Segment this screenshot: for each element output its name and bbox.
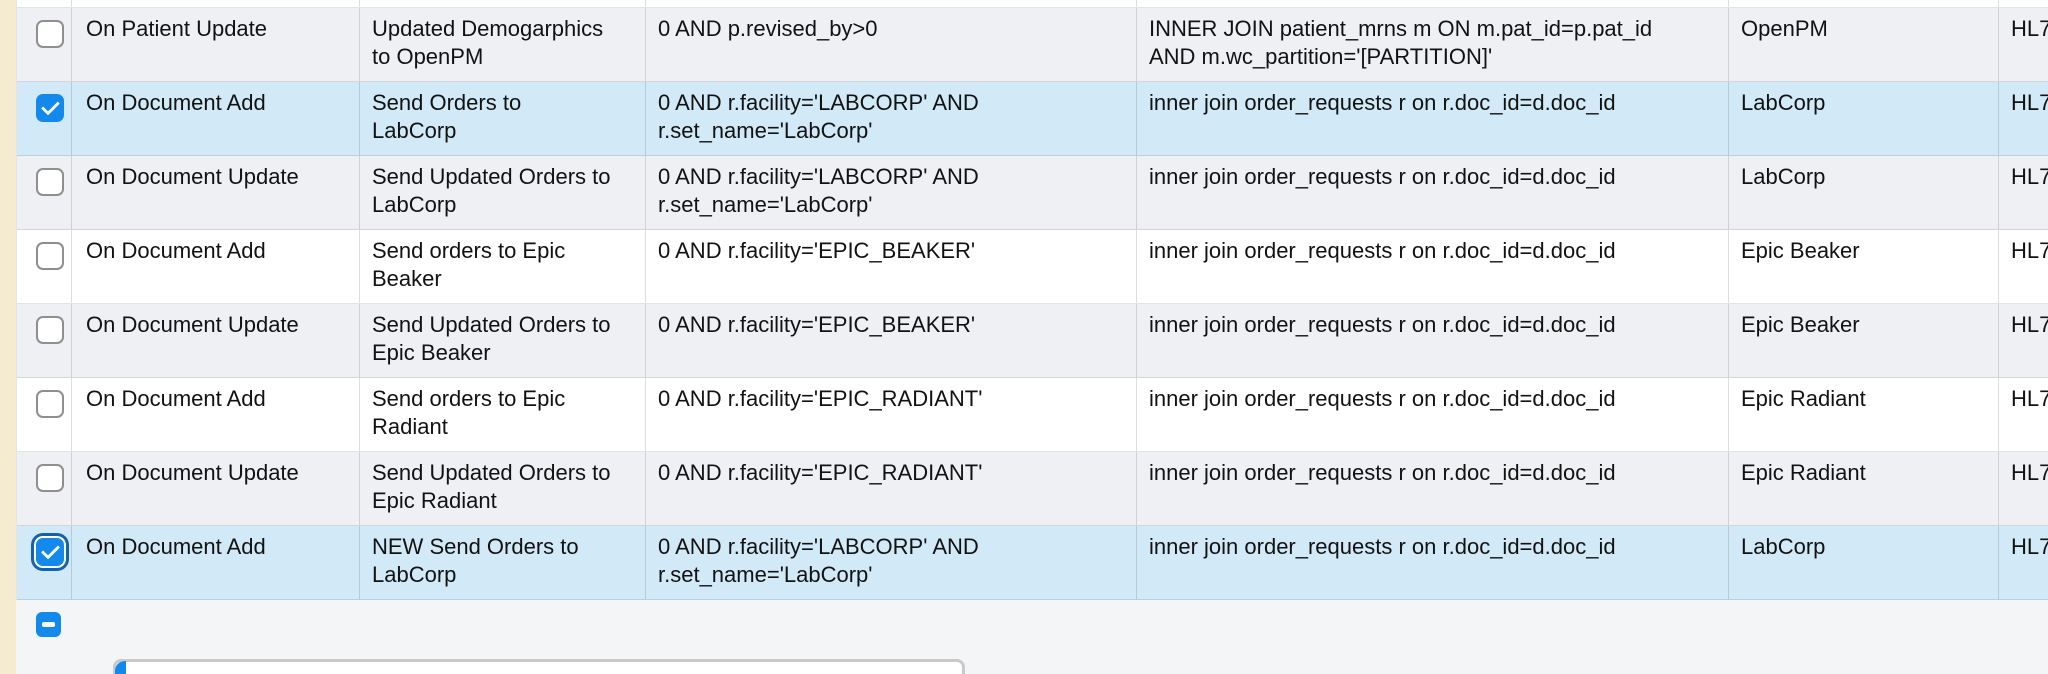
row-checkbox[interactable] bbox=[36, 390, 64, 418]
checkbox-cell bbox=[17, 8, 72, 81]
table-row[interactable]: On Document Add Send orders to Epic Beak… bbox=[17, 230, 2048, 304]
condition-cell: 0 AND r.facility='EPIC_BEAKER' bbox=[646, 230, 1137, 303]
event-cell: On Patient Update bbox=[72, 8, 360, 81]
protocol-cell: HL7 bbox=[2011, 90, 2048, 115]
description-cell: Updated Demogarphics to OpenPM bbox=[360, 8, 646, 81]
facility-cell: OpenPM bbox=[1729, 8, 1999, 81]
description-cell: Send Updated Orders to Epic Beaker bbox=[360, 304, 646, 377]
triggers-table: On Patient Update Updated Demogarphics t… bbox=[16, 0, 2048, 600]
description-cell: Send orders to Epic Radiant bbox=[360, 378, 646, 451]
table-row[interactable]: On Document Update Send Updated Orders t… bbox=[17, 156, 2048, 230]
protocol-cell: HL7 bbox=[2011, 164, 2048, 189]
table-row[interactable]: On Document Update Send Updated Orders t… bbox=[17, 304, 2048, 378]
bottom-panel[interactable] bbox=[113, 659, 965, 674]
panel-accent bbox=[115, 661, 126, 674]
condition-cell: 0 AND r.facility='LABCORP' AND r.set_nam… bbox=[646, 82, 1137, 155]
minus-icon[interactable] bbox=[36, 612, 61, 637]
event-cell: On Document Update bbox=[72, 452, 360, 525]
description-cell: Send Updated Orders to LabCorp bbox=[360, 156, 646, 229]
facility-cell: Epic Radiant bbox=[1729, 452, 1999, 525]
facility-cell: Epic Beaker bbox=[1729, 304, 1999, 377]
description-cell bbox=[360, 0, 646, 7]
row-checkbox[interactable] bbox=[36, 242, 64, 270]
table-row[interactable]: On Patient Update Updated Demogarphics t… bbox=[17, 8, 2048, 82]
protocol-cell: HL7 bbox=[2011, 534, 2048, 559]
table-row[interactable]: On Document Add NEW Send Orders to LabCo… bbox=[17, 526, 2048, 600]
condition-cell bbox=[646, 0, 1137, 7]
page-left-margin bbox=[0, 0, 16, 674]
protocol-cell: HL7 bbox=[2011, 386, 2048, 411]
protocol-cell: HL7 bbox=[2011, 460, 2048, 485]
checkbox-cell bbox=[17, 526, 72, 599]
table-row[interactable]: On Document Update Send Updated Orders t… bbox=[17, 452, 2048, 526]
checkbox-cell bbox=[17, 230, 72, 303]
checkbox-cell bbox=[17, 452, 72, 525]
facility-cell bbox=[1729, 0, 1999, 7]
event-cell: On Document Update bbox=[72, 156, 360, 229]
row-checkbox[interactable] bbox=[36, 538, 64, 566]
row-checkbox[interactable] bbox=[36, 94, 64, 122]
condition-cell: 0 AND r.facility='LABCORP' AND r.set_nam… bbox=[646, 156, 1137, 229]
join-cell bbox=[1137, 0, 1729, 7]
join-cell: inner join order_requests r on r.doc_id=… bbox=[1137, 156, 1729, 229]
protocol-cell: HL7 bbox=[2011, 16, 2048, 41]
facility-cell: Epic Beaker bbox=[1729, 230, 1999, 303]
event-cell bbox=[72, 0, 360, 7]
condition-cell: 0 AND r.facility='EPIC_BEAKER' bbox=[646, 304, 1137, 377]
condition-cell: 0 AND p.revised_by>0 bbox=[646, 8, 1137, 81]
facility-cell: Epic Radiant bbox=[1729, 378, 1999, 451]
description-cell: NEW Send Orders to LabCorp bbox=[360, 526, 646, 599]
join-cell: inner join order_requests r on r.doc_id=… bbox=[1137, 378, 1729, 451]
table-row[interactable]: On Document Add Send Orders to LabCorp 0… bbox=[17, 82, 2048, 156]
condition-cell: 0 AND r.facility='EPIC_RADIANT' bbox=[646, 452, 1137, 525]
row-checkbox[interactable] bbox=[36, 168, 64, 196]
join-cell: inner join order_requests r on r.doc_id=… bbox=[1137, 82, 1729, 155]
event-cell: On Document Add bbox=[72, 526, 360, 599]
join-cell: inner join order_requests r on r.doc_id=… bbox=[1137, 304, 1729, 377]
condition-cell: 0 AND r.facility='LABCORP' AND r.set_nam… bbox=[646, 526, 1137, 599]
checkbox-cell bbox=[17, 378, 72, 451]
checkbox-cell bbox=[17, 82, 72, 155]
event-cell: On Document Update bbox=[72, 304, 360, 377]
table-row-partial bbox=[17, 0, 2048, 8]
condition-cell: 0 AND r.facility='EPIC_RADIANT' bbox=[646, 378, 1137, 451]
facility-cell: LabCorp bbox=[1729, 156, 1999, 229]
checkbox-cell bbox=[17, 0, 72, 7]
event-cell: On Document Add bbox=[72, 378, 360, 451]
protocol-cell bbox=[1999, 0, 2048, 7]
row-checkbox[interactable] bbox=[36, 20, 64, 48]
table-footer bbox=[16, 600, 2048, 674]
checkbox-cell bbox=[17, 304, 72, 377]
facility-cell: LabCorp bbox=[1729, 82, 1999, 155]
facility-cell: LabCorp bbox=[1729, 526, 1999, 599]
join-cell: INNER JOIN patient_mrns m ON m.pat_id=p.… bbox=[1137, 8, 1729, 81]
event-cell: On Document Add bbox=[72, 82, 360, 155]
checkbox-cell bbox=[17, 156, 72, 229]
description-cell: Send orders to Epic Beaker bbox=[360, 230, 646, 303]
description-cell: Send Orders to LabCorp bbox=[360, 82, 646, 155]
join-cell: inner join order_requests r on r.doc_id=… bbox=[1137, 526, 1729, 599]
row-checkbox[interactable] bbox=[36, 316, 64, 344]
join-cell: inner join order_requests r on r.doc_id=… bbox=[1137, 452, 1729, 525]
protocol-cell: HL7 bbox=[2011, 238, 2048, 263]
protocol-cell: HL7 bbox=[2011, 312, 2048, 337]
row-checkbox[interactable] bbox=[36, 464, 64, 492]
event-cell: On Document Add bbox=[72, 230, 360, 303]
table-row[interactable]: On Document Add Send orders to Epic Radi… bbox=[17, 378, 2048, 452]
description-cell: Send Updated Orders to Epic Radiant bbox=[360, 452, 646, 525]
join-cell: inner join order_requests r on r.doc_id=… bbox=[1137, 230, 1729, 303]
